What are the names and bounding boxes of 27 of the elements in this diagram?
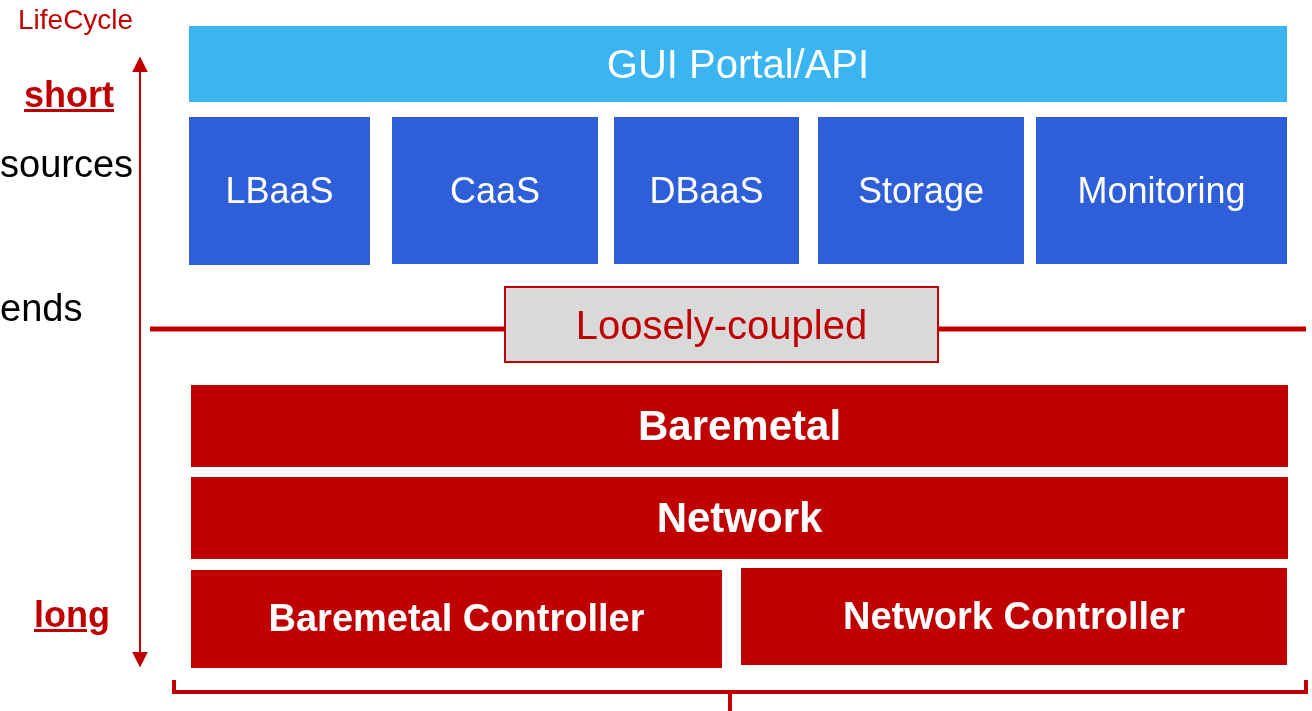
side-label: ends	[0, 287, 83, 330]
controller-box	[191, 570, 722, 668]
service-box-label: CaaS	[448, 169, 542, 212]
service-box	[1036, 117, 1287, 264]
service-box-label: Monitoring	[1076, 169, 1247, 212]
axis-end-label: short	[24, 74, 114, 116]
controller-box-label: Network Controller	[841, 594, 1186, 639]
layer-bar-label: Network	[655, 493, 824, 543]
tag-box-label: Loosely-coupled	[574, 301, 869, 348]
axis-title: LifeCycle	[18, 4, 134, 36]
tag-box	[504, 286, 939, 363]
controller-box-label: Baremetal Controller	[267, 597, 646, 641]
service-box-label: DBaaS	[648, 169, 765, 212]
side-label: sources	[0, 143, 134, 186]
axis-end-label: long	[34, 594, 110, 636]
portal-bar-label: GUI Portal/API	[605, 41, 871, 87]
service-box	[818, 117, 1024, 264]
controller-box	[741, 568, 1287, 665]
service-box	[189, 117, 370, 265]
portal-bar	[189, 26, 1287, 102]
service-box	[614, 117, 799, 264]
service-box-label: Storage	[856, 169, 986, 212]
service-box	[392, 117, 598, 264]
service-box-label: LBaaS	[224, 170, 335, 212]
layer-bar	[191, 477, 1288, 559]
layer-bar-label: Baremetal	[636, 401, 843, 451]
layer-bar	[191, 385, 1288, 467]
